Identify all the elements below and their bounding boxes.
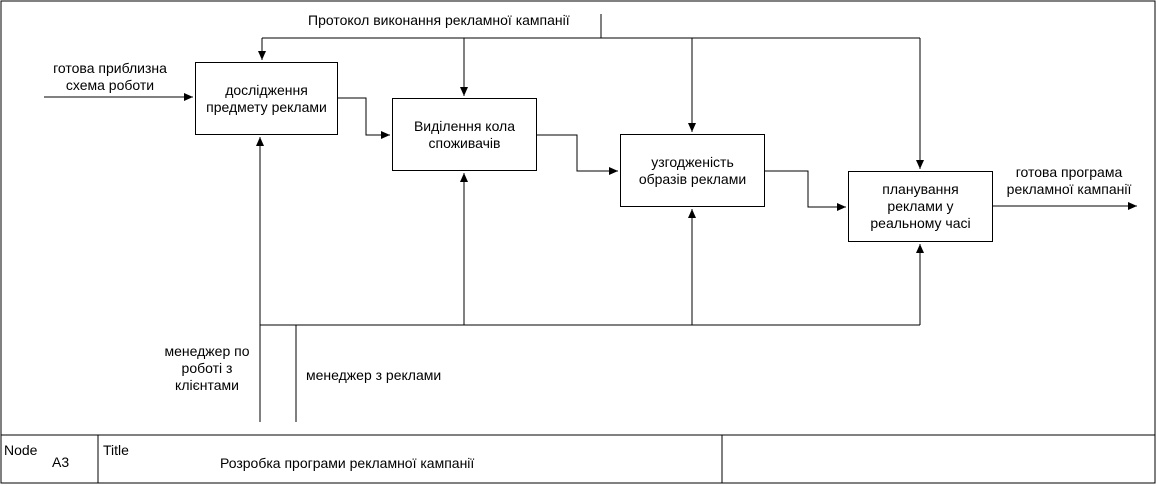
footer-node-caption: Node [4, 442, 38, 458]
input-label: готова приблизна схема роботи [40, 60, 180, 94]
footer-title-value: Розробка програми рекламної кампанії [220, 455, 475, 471]
box-label-line: реклами у [887, 198, 954, 214]
activity-box-planning: планування реклами у реальному часі [848, 171, 993, 242]
box-label-line: образів реклами [638, 170, 747, 187]
mechanism-arrows [256, 137, 924, 422]
mechanism-label-line: менеджер по [164, 343, 250, 359]
box-label-line: дослідження [225, 81, 308, 98]
mechanism-label-client-manager: менеджер по роботі з клієнтами [148, 343, 266, 394]
input-label-line: схема роботи [65, 77, 155, 93]
output-label-line: готова програма [1015, 164, 1123, 180]
activity-box-consumers: Виділення кола споживачів [392, 98, 537, 171]
mechanism-label-ad-manager: менеджер з реклами [306, 367, 442, 383]
footer-node-value: A3 [52, 454, 70, 470]
box-label-line: реальному часі [870, 215, 971, 231]
activity-box-consistency: узгодженість образів реклами [620, 134, 765, 207]
output-label: готова програма рекламної кампанії [996, 164, 1142, 198]
box-label-line: предмету реклами [206, 98, 327, 115]
mechanism-label-line: клієнтами [175, 377, 239, 393]
activity-box-research: дослідження предмету реклами [195, 62, 338, 135]
footer-title-caption: Title [103, 442, 129, 458]
output-label-line: рекламної кампанії [1006, 181, 1132, 197]
box-label-line: планування [882, 181, 959, 197]
box-label-line: Виділення кола [413, 117, 516, 134]
control-arrows [258, 14, 924, 169]
control-label: Протокол виконання рекламної кампанії [308, 12, 570, 28]
flow-arrows [44, 93, 1137, 211]
input-label-line: готова приблизна [53, 60, 167, 76]
box-label-line: споживачів [428, 134, 501, 151]
box-label-line: узгодженість [651, 153, 734, 170]
mechanism-label-line: роботі з [181, 360, 233, 376]
